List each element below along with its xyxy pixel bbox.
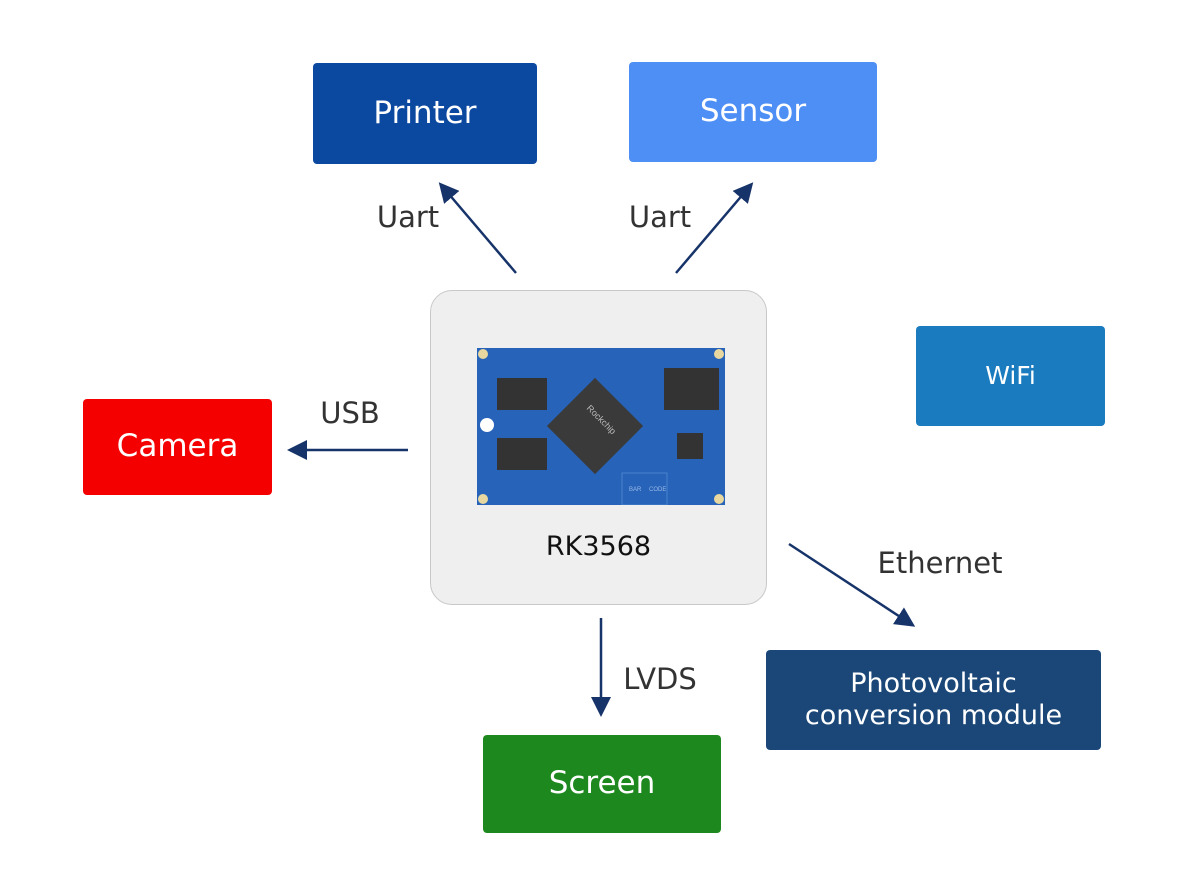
printer-label: Printer: [373, 94, 477, 131]
photovoltaic-node: Photovoltaic conversion module: [766, 650, 1101, 750]
wifi-label: WiFi: [985, 361, 1036, 390]
lvds-label: LVDS: [623, 662, 697, 696]
screen-node: Screen: [483, 735, 721, 833]
bar-text: BAR: [629, 487, 642, 493]
uart-sensor-label: Uart: [628, 200, 692, 234]
photovoltaic-label: Photovoltaic conversion module: [804, 667, 1063, 731]
screen-label: Screen: [548, 765, 656, 802]
board-image: Rockchip BAR CODE: [477, 348, 725, 505]
camera-label: Camera: [116, 428, 239, 465]
sensor-node: Sensor: [629, 62, 877, 162]
uart-printer-label: Uart: [376, 200, 440, 234]
rk3568-label: RK3568: [545, 531, 652, 562]
ethernet-label: Ethernet: [877, 546, 1003, 580]
printer-node: Printer: [313, 63, 537, 164]
usb-label: USB: [320, 396, 380, 430]
wifi-node: WiFi: [916, 326, 1105, 426]
rk3568-node: Rockchip BAR CODE RK3568: [430, 290, 767, 605]
arrow-ethernet: [788, 542, 916, 627]
code-text: CODE: [649, 487, 666, 493]
sensor-label: Sensor: [699, 93, 807, 130]
arrow-sensor: [675, 182, 754, 274]
arrow-printer: [438, 182, 517, 274]
camera-node: Camera: [83, 399, 272, 495]
